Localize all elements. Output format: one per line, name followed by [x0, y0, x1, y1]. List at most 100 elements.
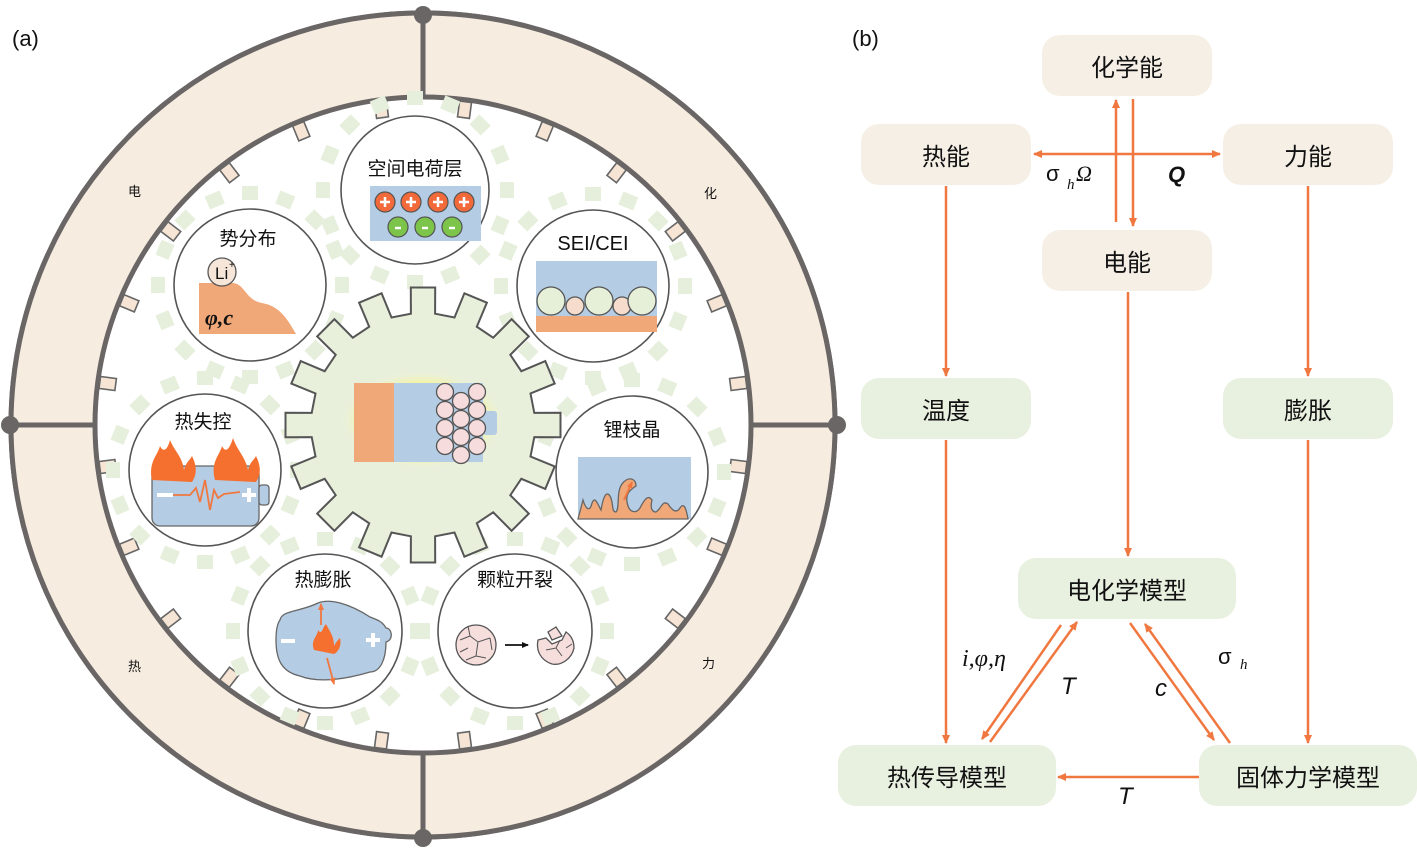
gear-tooth-mark — [129, 394, 151, 416]
inner-tab — [218, 666, 241, 689]
gear-tooth-mark — [657, 377, 678, 397]
node-heat-conduction-model: 热传导模型 — [838, 745, 1056, 806]
ring-node-left — [1, 416, 19, 434]
satellite-title: 热失控 — [174, 411, 231, 433]
gear-tooth-mark — [717, 464, 731, 480]
gear-tooth-mark — [379, 555, 401, 577]
node-chemical-energy: 化学能 — [1042, 35, 1212, 96]
svg-text:σ: σ — [1218, 644, 1232, 669]
gear-tooth-mark — [490, 215, 510, 236]
gear-tooth-mark — [416, 623, 430, 639]
gear-tooth-mark — [647, 340, 669, 362]
gear-tooth-mark — [537, 497, 557, 518]
gear-tooth-mark — [400, 585, 420, 606]
inner-tab — [706, 537, 728, 557]
gear-tooth-mark — [600, 623, 614, 639]
gear-tooth-mark — [226, 623, 240, 639]
gear-tooth-mark — [439, 685, 461, 707]
gear-tooth-mark — [494, 278, 508, 294]
ring-node-bottom — [414, 829, 432, 847]
arrow-heat-to-electrochem — [988, 621, 1079, 743]
satellite-title: 颗粒开裂 — [477, 569, 553, 591]
particle — [467, 382, 487, 402]
node-solid-mechanics-model: 固体力学模型 — [1199, 745, 1417, 806]
gear-tooth-mark — [647, 210, 669, 232]
gear-tooth-mark — [259, 524, 281, 546]
satellite-particle-cracking: 颗粒开裂 — [437, 553, 593, 709]
charge-layer-icon — [370, 186, 481, 241]
arrow-electrochem-to-solid — [1128, 622, 1216, 741]
particle — [435, 436, 455, 456]
inner-tab — [159, 220, 182, 243]
flame-icon — [151, 440, 196, 482]
gear-tooth-mark — [507, 532, 523, 546]
gear-tooth-mark — [498, 240, 518, 261]
particle — [451, 409, 471, 429]
svg-text:σ: σ — [1046, 161, 1060, 186]
edge-label-sigma-h: σ h — [1218, 644, 1248, 673]
node-mechanical-energy: 力能 — [1223, 124, 1393, 185]
gear-tooth-mark — [249, 555, 271, 577]
particle — [435, 418, 455, 438]
gear-tooth-mark — [230, 585, 250, 606]
gear-tooth-mark — [279, 706, 300, 726]
gear-tooth-mark — [400, 656, 420, 677]
gear-tooth-mark — [335, 277, 349, 293]
gear-tooth-mark — [590, 585, 610, 606]
battery-icon — [354, 382, 497, 465]
gear-tooth-mark — [316, 182, 330, 198]
gear-tooth-mark — [420, 585, 440, 606]
gear-tooth-mark — [686, 396, 708, 418]
gear-tooth-mark — [569, 555, 591, 577]
arrow-solid-to-electrochem — [1143, 623, 1232, 744]
ring-dividers — [1, 6, 846, 847]
gear-tooth-mark — [259, 394, 281, 416]
gear-tooth-mark — [379, 685, 401, 707]
gear-tooth-mark — [440, 95, 461, 115]
node-label: 力能 — [1284, 143, 1332, 171]
svg-text:h: h — [1240, 657, 1248, 673]
gear-tooth-mark — [585, 187, 601, 201]
gear-tooth-mark — [439, 555, 461, 577]
gear-tooth-mark — [304, 209, 326, 231]
flame-icon — [312, 624, 341, 654]
gear-tooth-mark — [230, 545, 251, 565]
gear-tooth-mark — [490, 144, 510, 165]
gear-tooth-mark — [155, 310, 175, 331]
node-thermal-energy: 热能 — [861, 124, 1031, 185]
node-expansion: 膨胀 — [1223, 378, 1393, 439]
gear-tooth-mark — [174, 209, 196, 231]
gear-tooth-mark — [230, 375, 251, 395]
gear-tooth-mark — [657, 547, 678, 567]
edge-label-c: c — [1155, 675, 1167, 702]
gear-tooth-mark — [678, 278, 692, 294]
gear-tooth-mark — [275, 360, 296, 380]
particle — [435, 400, 455, 420]
inner-tab — [218, 161, 241, 184]
inner-tab — [728, 375, 748, 392]
satellite-sei-cei: SEI/CEI — [516, 209, 670, 363]
flow-arrows — [942, 99, 1312, 781]
gear-tooth-mark — [174, 339, 196, 361]
node-label: 温度 — [922, 397, 970, 425]
node-electrical-energy: 电能 — [1042, 230, 1212, 291]
gear-tooth-mark — [275, 190, 296, 210]
gear-tooth-mark — [369, 265, 390, 285]
gear-tooth-mark — [500, 182, 514, 198]
gear-tooth-mark — [707, 426, 727, 447]
inner-tab — [291, 120, 311, 142]
inner-tab — [605, 666, 628, 689]
node-label: 热能 — [922, 143, 970, 171]
arrow-electrochem-to-heat — [980, 624, 1063, 740]
panel-a: (a) 电 化 热 力 — [1, 6, 846, 847]
svg-text:h: h — [1067, 177, 1075, 193]
gear-tooth-mark — [440, 265, 461, 285]
gear-tooth-mark — [469, 114, 491, 136]
gear-tooth-mark — [350, 706, 371, 726]
particle — [451, 391, 471, 411]
satellite-space-charge: 空间电荷层 — [340, 115, 490, 265]
gear-tooth-mark — [230, 656, 250, 677]
gear-tooth-mark — [668, 240, 688, 261]
satellite-thermal-runaway: 热失控 — [128, 393, 282, 547]
